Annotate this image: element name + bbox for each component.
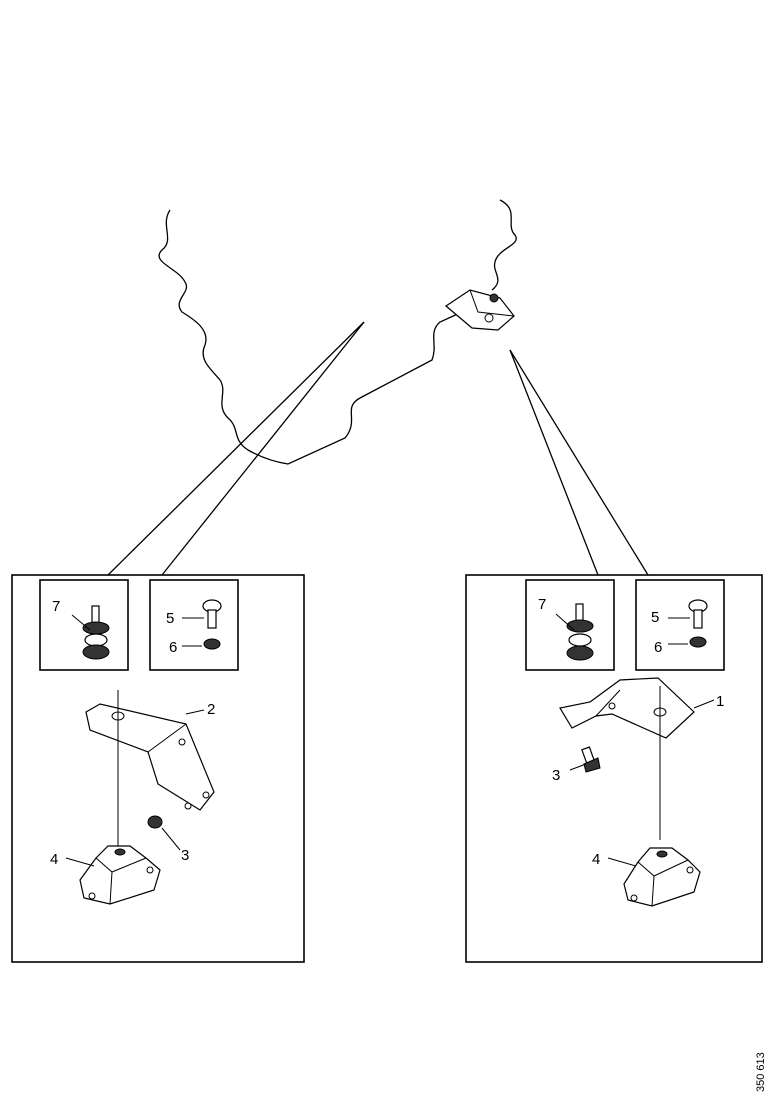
callout-4-right: 4	[592, 851, 600, 868]
right-detail: 7 5 6 1 3	[465, 574, 763, 963]
callout-4-left: 4	[50, 851, 58, 868]
callout-3-right: 3	[552, 767, 560, 784]
callout-2-left: 2	[207, 701, 215, 718]
callout-3-left: 3	[181, 847, 189, 864]
left-detail: 7 5 6 2 3	[11, 574, 305, 963]
left-bracket-drawing	[85, 690, 215, 848]
callout-7-right: 7	[538, 596, 546, 613]
left-mount-drawing	[65, 845, 161, 905]
leader-left-1	[107, 321, 365, 576]
overview-mount	[445, 289, 515, 331]
screw-washer-drawing	[182, 599, 222, 650]
leader-right-2	[509, 349, 649, 576]
callout-7-left: 7	[52, 598, 60, 615]
leader-left-2	[161, 321, 365, 576]
frame-rail-outline	[158, 209, 463, 465]
callout-6-left: 6	[169, 639, 177, 656]
callout-5-right: 5	[651, 609, 659, 626]
left-inset-screw-washer	[149, 579, 239, 671]
callout-1-right: 1	[716, 693, 724, 710]
right-inset-screw-washer	[635, 579, 725, 671]
leader-right-1	[509, 349, 599, 576]
callout-6-right: 6	[654, 639, 662, 656]
screw-washer-drawing-right	[668, 599, 708, 648]
bolt-assembly-drawing-right	[555, 603, 594, 661]
right-mount-drawing	[607, 847, 701, 907]
callout-5-left: 5	[166, 610, 174, 627]
bolt-assembly-drawing	[71, 605, 110, 660]
drawing-id: 350 613	[755, 1052, 767, 1092]
right-bracket-drawing	[559, 677, 715, 840]
left-nut-drawing	[147, 815, 181, 851]
right-nut-drawing	[569, 746, 601, 773]
frame-rail-upper	[491, 199, 517, 291]
